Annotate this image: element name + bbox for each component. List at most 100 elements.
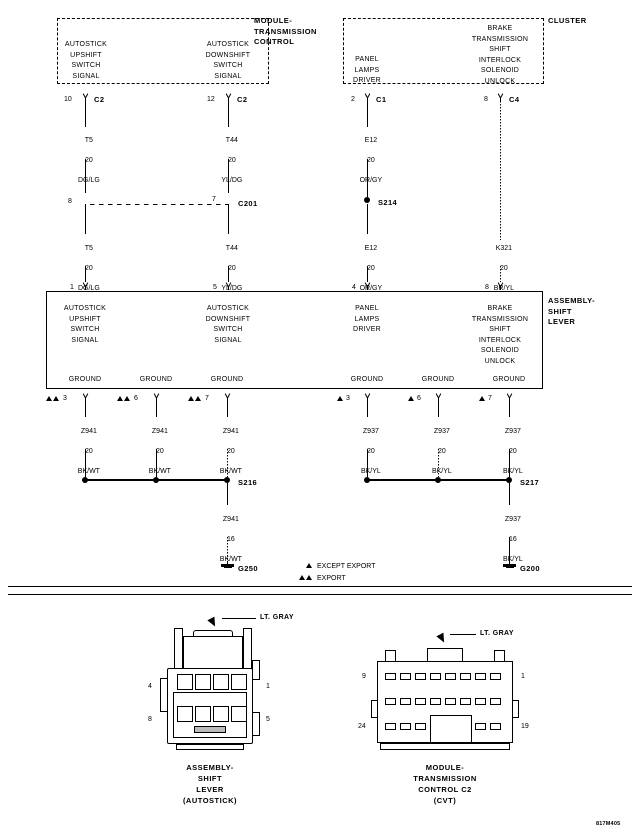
wire-z941-a-top: [85, 401, 86, 417]
terminal-cavity: [385, 698, 396, 705]
connector-symbol-ground-2: [152, 393, 161, 401]
wire-gauge: 20: [499, 265, 508, 272]
lt-gray-leader-right: [450, 634, 476, 635]
terminal-cavity: [400, 673, 411, 680]
splice-s217-dot: [506, 477, 512, 483]
c201-right-symbol: [223, 196, 234, 204]
wire-circuit: Z937: [362, 428, 379, 435]
connector-right-keytab: [427, 648, 463, 662]
terminal-cavity: [213, 674, 229, 690]
wire-color: BK/WT: [148, 468, 171, 475]
connector-right-pin-top-right: 1: [521, 673, 525, 680]
wire-circuit: Z941: [222, 516, 239, 523]
terminal-cavity: [415, 673, 426, 680]
export-marker-icon: [124, 396, 130, 401]
wire-color: YL/DG: [221, 285, 243, 292]
tcm-pin12-label: AUTOSTICK DOWNSHIFT SWITCH SIGNAL: [205, 41, 251, 80]
wire-z937-trunk-label: Z937 16 BK/YL: [479, 505, 539, 575]
splice-s214-label: S214: [378, 198, 398, 207]
wire-t5-upper-b: [85, 159, 86, 193]
cluster-pin2-number: 2: [351, 96, 355, 103]
wire-z941-trunk-top: [227, 483, 228, 505]
connector-symbol-c2-12: [224, 93, 233, 101]
connector-symbol-ground-4: [363, 393, 372, 401]
c201-left-symbol: [80, 196, 91, 204]
cluster-title: CLUSTER: [548, 16, 587, 25]
wire-z941-b-bot: [156, 449, 157, 477]
wire-circuit: T44: [225, 137, 238, 144]
connector-left-pin-bottom-right: 5: [266, 716, 270, 723]
lever-ground-pin-1: 3: [63, 395, 67, 402]
terminal-cavity: [445, 673, 456, 680]
connector-right-latch-right: [512, 700, 519, 718]
divider-bottom: [8, 594, 632, 596]
wire-z937-trunk-bot: [509, 537, 510, 562]
tcm-pin12-connector: C2: [237, 95, 248, 104]
lever-pin5-number: 5: [213, 284, 217, 291]
wire-z937-b-bot: [438, 449, 439, 477]
lever-ground-label-1: GROUND: [68, 376, 102, 383]
connector-left-rail: [174, 628, 183, 670]
wire-color: BK/WT: [77, 468, 100, 475]
lever-signal-4-label: PANEL LAMPS DRIVER: [353, 305, 381, 333]
wire-color: YL/DG: [221, 177, 243, 184]
splice-node-dot: [153, 477, 159, 483]
terminal-cavity: [490, 673, 501, 680]
terminal-cavity: [415, 723, 426, 730]
lever-pin8-number: 8: [485, 284, 489, 291]
connector-symbol-ground-6: [505, 393, 514, 401]
tcm-pin12-number: 12: [207, 96, 215, 103]
lever-ground-label-4: GROUND: [350, 376, 384, 383]
terminal-cavity: [195, 674, 211, 690]
wire-k321-mid-b: [500, 266, 501, 282]
wire-z941-b-top: [156, 401, 157, 417]
c201-right-pin: 7: [212, 196, 216, 203]
connector-left-pin-top-left: 4: [148, 683, 152, 690]
lever-signal-8-label: BRAKE TRANSMISSION SHIFT INTERLOCK SOLEN…: [471, 305, 529, 365]
assembly-shift-lever-title: ASSEMBLY- SHIFT LEVER: [548, 296, 596, 326]
terminal-cavity: [475, 723, 486, 730]
cluster-pin2-connector: C1: [376, 95, 387, 104]
terminal-cavity: [385, 723, 396, 730]
cluster-pin8-number: 8: [484, 96, 488, 103]
wire-color: BR/YL: [493, 285, 514, 292]
terminal-cavity: [177, 706, 193, 722]
wire-e12-upper-b: [367, 159, 368, 197]
terminal-cavity: [475, 698, 486, 705]
lever-ground-pin-3: 7: [205, 395, 209, 402]
except-export-marker-icon: [408, 396, 414, 401]
export-marker-icon: [195, 396, 201, 401]
ground-point-g250-icon: [221, 561, 234, 570]
wire-circuit: K321: [495, 245, 513, 252]
cluster-pin8-label: BRAKE TRANSMISSION SHIFT INTERLOCK SOLEN…: [471, 25, 529, 85]
wire-gauge: 20: [366, 265, 375, 272]
connector-left-pin-top-right: 1: [266, 683, 270, 690]
tcm-pin10-number: 10: [64, 96, 72, 103]
terminal-cavity: [490, 723, 501, 730]
lever-ground-pin-4: 3: [346, 395, 350, 402]
terminal-cavity: [213, 706, 229, 722]
connector-symbol-lever-8: [496, 282, 505, 290]
cluster-pin8-connector: C4: [509, 95, 520, 104]
wire-z941-c-top: [227, 401, 228, 417]
connector-right-bottom-flange: [380, 743, 510, 750]
wire-z941-trunk-label: Z941 16 BK/WT: [197, 505, 257, 575]
wire-color: BK/WT: [219, 468, 242, 475]
connector-symbol-lever-4: [363, 282, 372, 290]
terminal-cavity: [231, 674, 247, 690]
wire-t44-mid-label: T44 20 YL/DG: [198, 234, 258, 304]
lt-gray-note-left: LT. GRAY: [260, 614, 294, 621]
terminal-cavity: [475, 673, 486, 680]
connector-left-rail: [243, 628, 252, 670]
wire-z937-b-top: [438, 401, 439, 417]
wire-e12-upper: [367, 101, 368, 127]
connector-right-caption: MODULE- TRANSMISSION CONTROL C2 (CVT): [413, 763, 477, 805]
terminal-cavity: [400, 723, 411, 730]
connector-right-side-ear: [252, 712, 260, 736]
wire-z937-a-label: Z937 20 BK/YL: [337, 417, 397, 487]
terminal-cavity: [195, 706, 211, 722]
legend-marker-icon-except-export: [306, 563, 312, 568]
wire-t44-upper-label: T44 20 YL/DG: [198, 126, 258, 196]
wire-circuit: E12: [364, 137, 378, 144]
wire-t44-upper-b: [228, 159, 229, 193]
